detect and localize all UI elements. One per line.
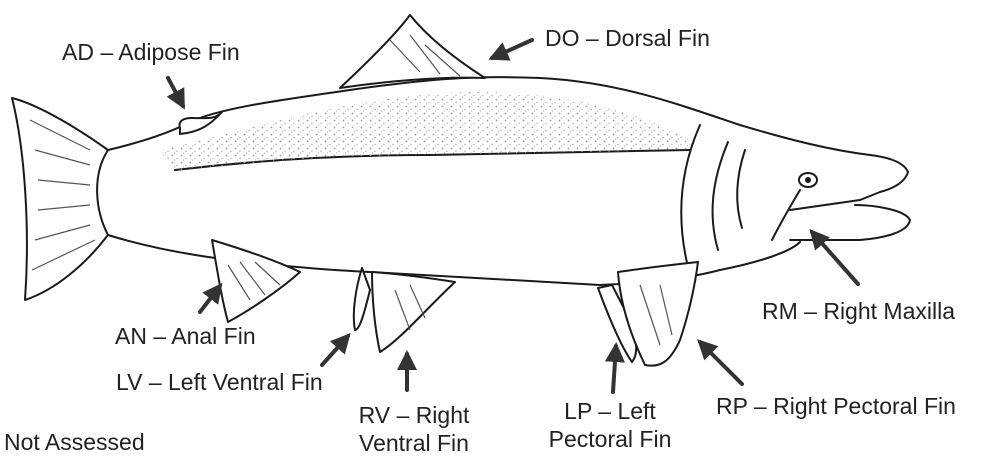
label-left-ventral-fin: LV – Left Ventral Fin (116, 368, 323, 396)
arrow-right-pectoral (700, 342, 742, 384)
label-not-assessed: Not Assessed (4, 428, 145, 456)
left-ventral-fin (354, 268, 370, 330)
arrow-dorsal (492, 40, 532, 58)
label-right-ventral-line2: Ventral Fin (344, 429, 484, 457)
anal-fin (212, 240, 300, 322)
pointer-arrows (168, 40, 858, 392)
arrow-adipose (168, 78, 183, 106)
label-right-pectoral-fin: RP – Right Pectoral Fin (716, 392, 956, 420)
caudal-fin (12, 98, 108, 300)
right-ventral-fin (372, 272, 455, 352)
label-left-pectoral-fin: LP – Left Pectoral Fin (540, 397, 680, 453)
arrow-left-pectoral (613, 346, 616, 392)
speckle-area (160, 92, 690, 172)
arrow-left-ventral (322, 336, 348, 365)
arrow-anal (200, 286, 220, 312)
label-adipose-fin: AD – Adipose Fin (62, 38, 240, 66)
label-dorsal-fin: DO – Dorsal Fin (545, 24, 710, 52)
adipose-fin (180, 112, 223, 134)
eye-pupil (805, 177, 811, 183)
label-right-maxilla: RM – Right Maxilla (762, 297, 955, 325)
label-right-ventral-line1: RV – Right (344, 401, 484, 429)
fins (12, 15, 698, 366)
label-left-pectoral-line1: LP – Left (540, 397, 680, 425)
label-right-ventral-fin: RV – Right Ventral Fin (344, 401, 484, 457)
label-left-pectoral-line2: Pectoral Fin (540, 425, 680, 453)
dorsal-fin (340, 15, 485, 88)
label-anal-fin: AN – Anal Fin (115, 322, 256, 350)
